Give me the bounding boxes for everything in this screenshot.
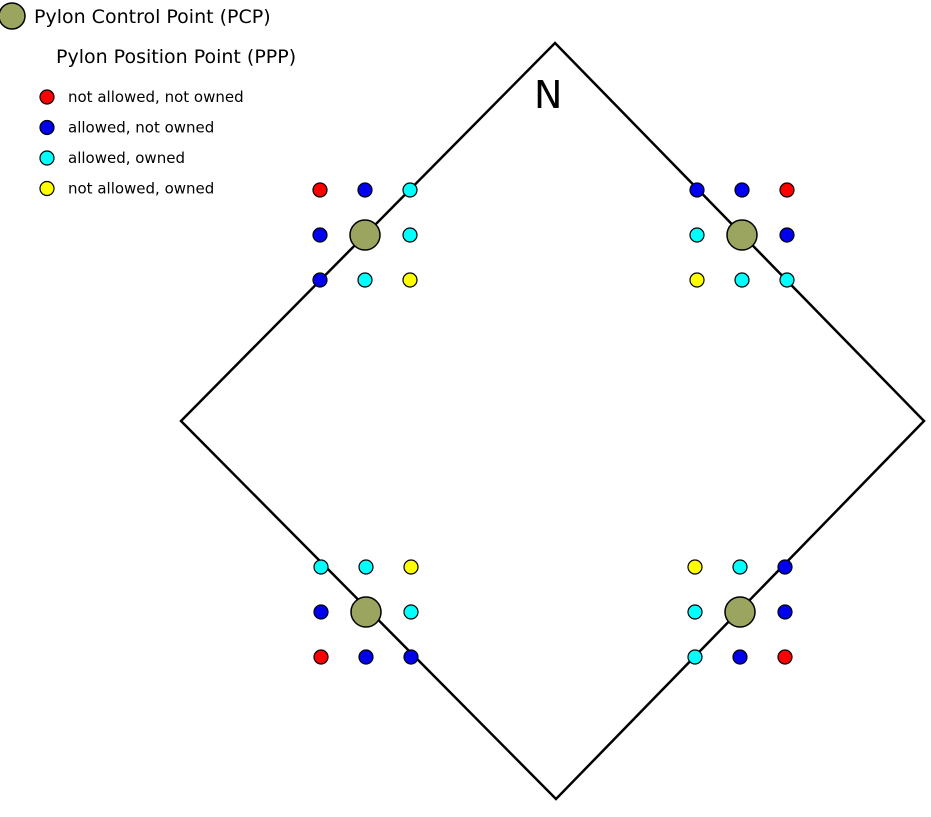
pcp-marker [726, 219, 758, 251]
legend-item-label: not allowed, not owned [68, 88, 244, 106]
ppp-marker-red [313, 649, 329, 665]
ppp-marker-blue [777, 559, 793, 575]
pcp-marker [350, 596, 382, 628]
course-outline [179, 41, 926, 801]
pcp-marker [349, 219, 381, 251]
ppp-marker-cyan [687, 604, 703, 620]
pcp-legend-swatch-icon [0, 2, 26, 30]
pcp-legend-label: Pylon Control Point (PCP) [34, 6, 271, 28]
legend: Pylon Control Point (PCP) Pylon Position… [0, 2, 296, 198]
ppp-marker-blue [777, 604, 793, 620]
ppp-marker-cyan [403, 604, 419, 620]
ppp-marker-cyan [357, 272, 373, 288]
pcp-marker [724, 596, 756, 628]
pylon-cluster-top-right [689, 182, 795, 288]
ppp-marker-blue [358, 649, 374, 665]
ppp-marker-red [779, 182, 795, 198]
ppp-marker-cyan [402, 227, 418, 243]
pylon-cluster-top-left [312, 182, 418, 288]
cyan-dot-icon [39, 150, 55, 166]
ppp-marker-blue [732, 649, 748, 665]
legend-item-red: not allowed, not owned [39, 88, 244, 106]
ppp-marker-blue [403, 649, 419, 665]
ppp-marker-blue [313, 604, 329, 620]
ppp-marker-cyan [358, 559, 374, 575]
ppp-marker-cyan [689, 227, 705, 243]
legend-item-label: allowed, not owned [68, 119, 214, 137]
red-dot-icon [39, 89, 55, 105]
legend-item-blue: allowed, not owned [39, 119, 214, 137]
ppp-marker-cyan [779, 272, 795, 288]
ppp-legend-title: Pylon Position Point (PPP) [56, 46, 296, 68]
ppp-marker-yellow [403, 559, 419, 575]
ppp-marker-blue [357, 182, 373, 198]
pylon-cluster-bottom-right [687, 559, 793, 665]
ppp-marker-yellow [402, 272, 418, 288]
ppp-legend-items: not allowed, not owned allowed, not owned… [39, 88, 244, 198]
legend-item-yellow: not allowed, owned [39, 180, 214, 198]
ppp-marker-yellow [689, 272, 705, 288]
ppp-marker-cyan [402, 182, 418, 198]
ppp-marker-red [777, 649, 793, 665]
ppp-marker-blue [312, 227, 328, 243]
ppp-marker-blue [779, 227, 795, 243]
ppp-marker-red [312, 182, 328, 198]
legend-item-label: not allowed, owned [68, 180, 214, 198]
pylon-cluster-bottom-left [313, 559, 419, 665]
ppp-marker-cyan [687, 649, 703, 665]
ppp-marker-yellow [687, 559, 703, 575]
yellow-dot-icon [39, 180, 55, 197]
ppp-marker-blue [734, 182, 750, 198]
pylon-clusters [312, 182, 795, 665]
ppp-marker-blue [689, 182, 705, 198]
ppp-marker-cyan [734, 272, 750, 288]
legend-item-label: allowed, owned [68, 149, 185, 167]
compass-north-label: N [534, 73, 562, 117]
ppp-marker-blue [312, 272, 328, 288]
legend-item-cyan: allowed, owned [39, 149, 185, 167]
ppp-marker-cyan [732, 559, 748, 575]
ppp-marker-cyan [313, 559, 329, 575]
blue-dot-icon [39, 119, 55, 136]
